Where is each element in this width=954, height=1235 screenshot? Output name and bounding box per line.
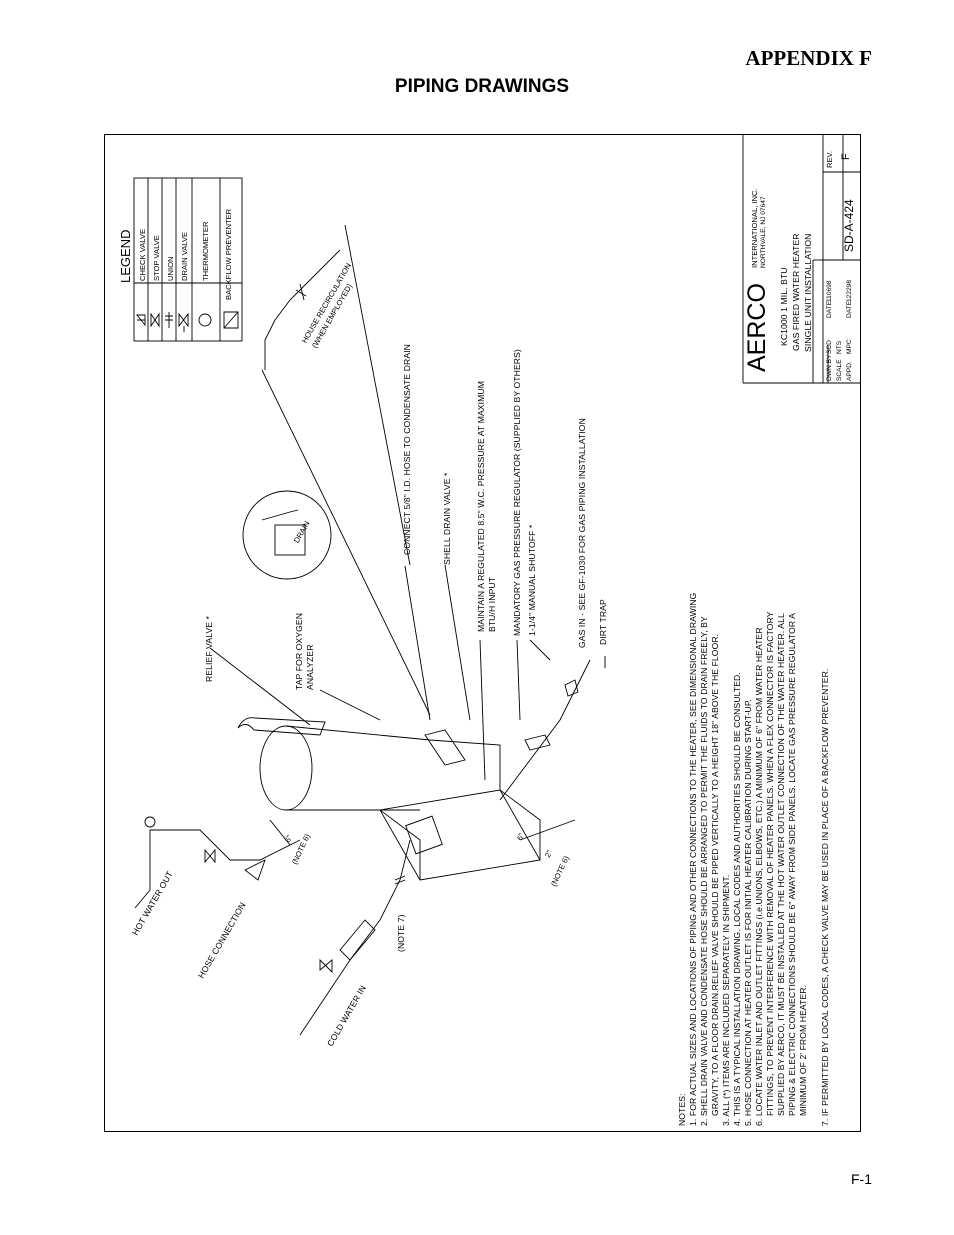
note-line: 1. FOR ACTUAL SIZES AND LOCATIONS OF PIP… (688, 592, 698, 1126)
label-condensate: CONNECT 5/8" I.D. HOSE TO CONDENSATE DRA… (402, 344, 412, 555)
note-line: 4. THIS IS A TYPICAL INSTALLATION DRAWIN… (732, 672, 742, 1126)
date1-value: 110698 (826, 280, 833, 302)
drawing-frame (104, 134, 861, 1132)
rev-label: REV. (825, 150, 834, 168)
date2-value: 122298 (846, 279, 853, 302)
company-logo-text: AERCO (743, 283, 771, 372)
company-sub-2: NORTHVALE, NJ 07647 (760, 196, 767, 268)
date2-label: DATE (846, 300, 853, 318)
appd-label: APPD. (846, 361, 853, 381)
hot-water-line (134, 829, 301, 909)
legend-box (133, 177, 243, 342)
notes-heading: NOTES: (677, 1093, 687, 1126)
desc-line-2: GAS FIRED WATER HEATER (791, 233, 801, 351)
dwn-by-value: SCD (826, 340, 833, 354)
thermometer-icon (198, 313, 212, 327)
legend-heading: LEGEND (118, 229, 133, 283)
drain-detail (242, 490, 332, 580)
note-line: GRAVITY, TO A FLOOR DRAIN.RELIEF VALVE S… (710, 633, 720, 1116)
cold-water-line (299, 839, 411, 1036)
label-tap-oxygen: TAP FOR OXYGEN (294, 612, 304, 690)
heater-cylinder (259, 725, 313, 811)
note-line: PIPING & ELECTRIC CONNECTIONS SHOULD BE … (787, 612, 797, 1116)
label-relief-valve: RELIEF VALVE * (204, 615, 214, 682)
drawing-number: SD-A-424 (842, 199, 856, 252)
label-note7: (NOTE 7) (396, 914, 406, 952)
label-btu-input: BTU/H INPUT (487, 576, 497, 632)
appendix-heading: APPENDIX F (745, 46, 872, 70)
label-shell-drain: SHELL DRAIN VALVE * (442, 472, 452, 566)
leader-relief (209, 647, 311, 726)
legend-item-drain-valve: DRAIN VALVE (180, 231, 189, 281)
exhaust-flue (237, 717, 326, 736)
legend-item-thermometer: THERMOMETER (201, 221, 210, 281)
note-line: 6. LOCATE WATER INLET AND OUTLET FITTING… (754, 627, 764, 1126)
legend-item-stop-valve: STOP VALVE (152, 235, 161, 281)
desc-line-1: KC1000 1 MIL. BTU (779, 267, 789, 346)
legend-item-backflow-preventer: BACKFLOW PREVENTER (224, 208, 233, 300)
legend-item-union: UNION (166, 256, 175, 281)
note-line: 5. HOSE CONNECTION AT HEATER OUTLET IS F… (743, 698, 753, 1126)
gas-line (499, 659, 591, 801)
label-mandatory-regulator: MANDATORY GAS PRESSURE REGULATOR (SUPPLI… (512, 349, 522, 636)
label-maintain-pressure: MAINTAIN A REGULATED 8.5" W.C. PRESSURE … (476, 381, 486, 632)
page-number: F-1 (851, 1171, 872, 1187)
dwn-by-label: DWN BY (826, 354, 833, 381)
label-manual-shutoff: 1-1/4" MANUAL SHUTOFF * (527, 524, 537, 636)
union-icon (165, 312, 173, 328)
rev-value: F (840, 153, 852, 160)
note-line: 7. IF PERMITTED BY LOCAL CODES, A CHECK … (820, 668, 830, 1126)
label-dirt-trap: DIRT TRAP (598, 599, 608, 645)
note-line: MINIMUM OF 2' FROM HEATER. (798, 984, 808, 1116)
house-recirc-line (264, 249, 341, 370)
note-line: SUPPLIED BY AERCO, IT MUST BE INSTALLED … (776, 613, 786, 1116)
scale-value: NTS (836, 340, 843, 354)
company-sub-1: INTERNATIONAL, INC. (750, 188, 759, 268)
note-line: FITTINGS, TO PREVENT INTERFERENCE WITH R… (765, 611, 775, 1116)
backflow-preventer-icon (223, 311, 239, 329)
date1-label: DATE (826, 300, 833, 318)
scale-label: SCALE (836, 359, 843, 381)
note-line: 3. ALL (*) ITEMS ARE INCLUDED SEPARATELY… (721, 874, 731, 1126)
legend-item-check-valve: CHECK VALVE (138, 228, 147, 281)
stop-valve-icon (150, 312, 160, 328)
label-gas-in: GAS IN - SEE GF-1030 FOR GAS PIPING INST… (577, 418, 587, 648)
desc-line-3: SINGLE UNIT INSTALLATION (803, 233, 813, 352)
page-title: PIPING DRAWINGS (394, 76, 570, 97)
drain-valve-icon (178, 312, 189, 332)
note-line: 2. SHELL DRAIN VALVE AND CONDENSATE HOSE… (699, 616, 709, 1126)
check-valve-icon (136, 314, 146, 327)
label-analyzer: ANALYZER (305, 644, 315, 690)
appd-value: MPC (846, 339, 853, 354)
